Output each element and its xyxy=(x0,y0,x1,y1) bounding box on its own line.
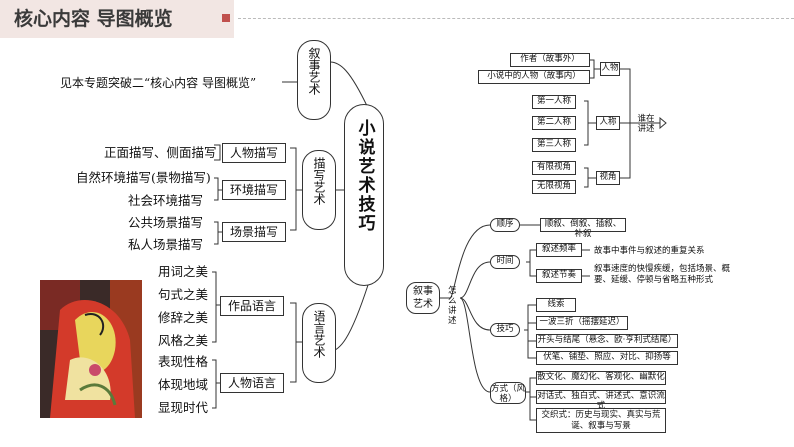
painting-image xyxy=(40,280,142,418)
right-label-time: 时间 xyxy=(490,255,520,269)
desc-item: 公共场景描写 xyxy=(128,215,204,230)
time-item: 叙述频率 xyxy=(536,243,582,257)
desc-label-scene: 场景描写 xyxy=(222,222,286,242)
narrative-root: 叙事艺术 xyxy=(406,282,440,314)
style-item: 交织式：历史与现实、真实与荒诞、叙事与写景 xyxy=(536,408,666,433)
header-band xyxy=(0,0,234,38)
branch-description: 描写艺术 xyxy=(302,150,336,230)
time-item: 叙述节奏 xyxy=(536,269,582,283)
desc-item: 自然环境描写(景物描写) xyxy=(76,170,211,185)
lang-item: 表现性格 xyxy=(158,354,209,369)
right-item: 第三人称 xyxy=(532,138,576,152)
branch-language: 语言艺术 xyxy=(302,303,336,383)
desc-label-environment: 环境描写 xyxy=(222,180,286,200)
style-item: 散文化、魔幻化、客观化、幽默化 xyxy=(536,371,666,385)
right-label-style: 方式（风格） xyxy=(490,382,526,404)
right-label-view: 视角 xyxy=(596,171,620,185)
painting-svg xyxy=(40,280,142,418)
skill-item: 线索 xyxy=(536,298,576,312)
desc-item: 正面描写、侧面描写 xyxy=(104,145,217,160)
right-label-persons: 人物 xyxy=(600,62,620,76)
style-item: 对话式、独白式、讲述式、意识流式 xyxy=(536,390,666,411)
who-tells-label: 谁在讲述 xyxy=(637,114,655,134)
right-item: 无限视角 xyxy=(532,180,576,194)
right-label-order: 顺序 xyxy=(490,218,520,232)
right-item: 作者（故事外） xyxy=(510,53,590,67)
right-item: 有限视角 xyxy=(532,161,576,175)
desc-label-character: 人物描写 xyxy=(222,143,286,163)
desc-item: 私人场景描写 xyxy=(128,237,204,252)
header-accent xyxy=(222,14,230,22)
center-title: 小说艺术技巧 xyxy=(354,119,375,233)
desc-item: 社会环境描写 xyxy=(128,193,204,208)
branch-narrative: 叙事艺术 xyxy=(297,40,331,120)
right-label-skill: 技巧 xyxy=(490,323,520,337)
how-tells-label: 怎么讲述 xyxy=(448,286,457,326)
lang-label-character: 人物语言 xyxy=(220,373,284,393)
skill-item: 开头与结尾（悬念、欧·亨利式结尾） xyxy=(536,334,678,348)
order-item: 顺叙、倒叙、插叙、补叙 xyxy=(540,218,626,239)
skill-item: 一波三折（摇摆延迟） xyxy=(536,316,628,330)
time-desc: 叙事速度的快慢疾缓，包括场景、概要、延缓、停顿与省略五种形式 xyxy=(594,264,731,285)
lang-item: 修辞之美 xyxy=(158,310,209,325)
right-label-voice: 人称 xyxy=(596,116,620,130)
narrative-ref-note: 见本专题突破二“核心内容 导图概览” xyxy=(60,76,257,90)
right-item: 第一人称 xyxy=(532,95,576,109)
header-divider xyxy=(238,18,794,19)
lang-item: 风格之美 xyxy=(158,333,209,348)
lang-label-works: 作品语言 xyxy=(220,296,284,316)
right-item: 第二人称 xyxy=(532,116,576,130)
lang-item: 体现地域 xyxy=(158,377,209,392)
lang-item: 用词之美 xyxy=(158,264,209,279)
center-node: 小说艺术技巧 xyxy=(344,104,384,286)
lang-item: 句式之美 xyxy=(158,287,209,302)
skill-item: 伏笔、铺垫、照应、对比、抑扬等 xyxy=(536,351,678,365)
page-title: 核心内容 导图概览 xyxy=(14,8,173,30)
time-desc: 故事中事件与叙述的重复关系 xyxy=(594,246,705,256)
lang-item: 显现时代 xyxy=(158,400,209,415)
right-item: 小说中的人物（故事内） xyxy=(478,70,590,84)
